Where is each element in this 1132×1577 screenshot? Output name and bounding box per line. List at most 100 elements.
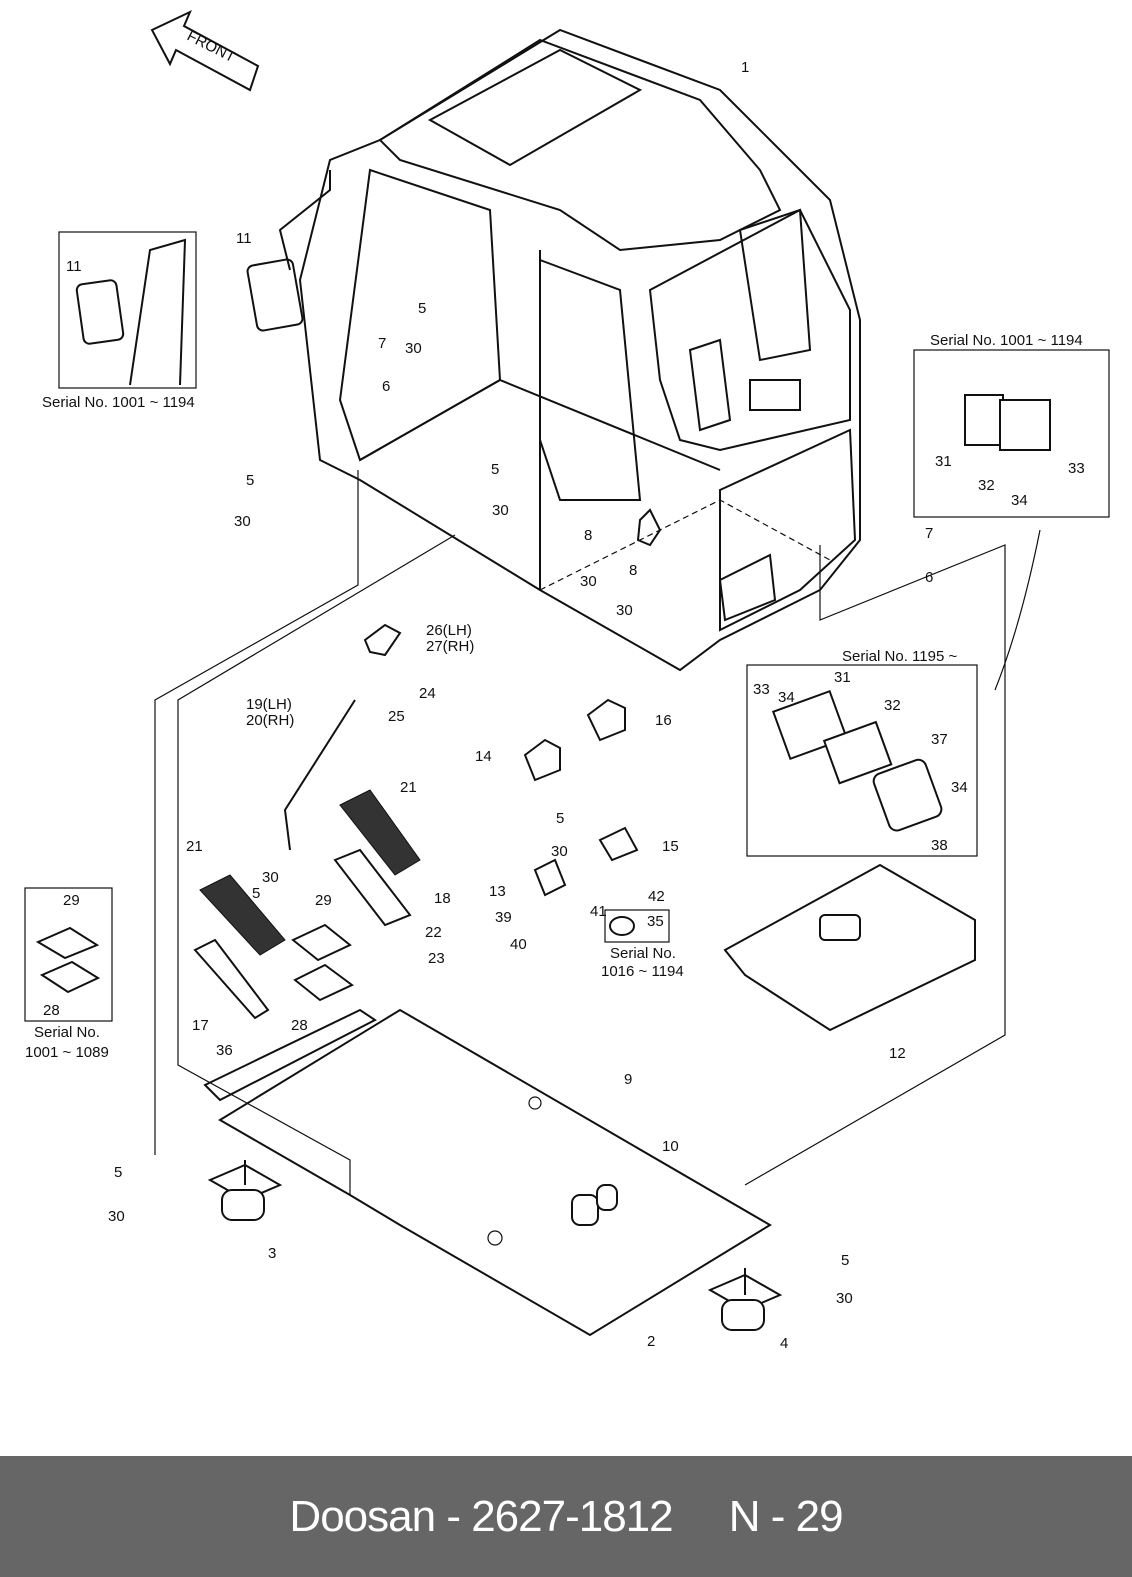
svg-text:37: 37 bbox=[931, 731, 948, 748]
callout: 19(LH) bbox=[246, 696, 292, 713]
footer-gap bbox=[673, 1492, 729, 1542]
callout: 30 bbox=[405, 340, 422, 357]
callout: 30 bbox=[836, 1290, 853, 1307]
svg-text:31: 31 bbox=[935, 453, 952, 470]
callout: 20(RH) bbox=[246, 712, 294, 729]
inset-mat-box bbox=[24, 887, 113, 1022]
callout: 30 bbox=[262, 869, 279, 886]
callout: 28 bbox=[291, 1017, 308, 1034]
callout: 23 bbox=[428, 950, 445, 967]
callout: 5 bbox=[114, 1164, 122, 1181]
callout: 13 bbox=[489, 883, 506, 900]
callout: 5 bbox=[491, 461, 499, 478]
callout: 22 bbox=[425, 924, 442, 941]
callout: 6 bbox=[925, 569, 933, 586]
inset-cap-box bbox=[604, 909, 670, 943]
callout: 11 bbox=[236, 230, 252, 247]
callout: 30 bbox=[616, 602, 633, 619]
svg-text:31: 31 bbox=[834, 669, 851, 686]
svg-text:33: 33 bbox=[753, 681, 770, 698]
callout: 10 bbox=[662, 1138, 679, 1155]
callout: 25 bbox=[388, 708, 405, 725]
callout: 30 bbox=[580, 573, 597, 590]
callout: 24 bbox=[419, 685, 436, 702]
svg-text:32: 32 bbox=[884, 697, 901, 714]
svg-text:34: 34 bbox=[1011, 492, 1028, 509]
callout: 30 bbox=[551, 843, 568, 860]
callout: 17 bbox=[192, 1017, 209, 1034]
serial-range: Serial No. bbox=[610, 945, 676, 962]
callout: 40 bbox=[510, 936, 527, 953]
callout: 18 bbox=[434, 890, 451, 907]
callout: 1 bbox=[741, 59, 749, 76]
serial-range: 1001 ~ 1089 bbox=[25, 1044, 109, 1061]
callout: 5 bbox=[246, 472, 254, 489]
svg-text:34: 34 bbox=[778, 689, 795, 706]
footer-page: N - 29 bbox=[728, 1491, 844, 1541]
panel-12 bbox=[723, 863, 976, 1032]
callout: 35 bbox=[647, 913, 664, 930]
svg-text:38: 38 bbox=[931, 837, 948, 854]
inset-mirror-box bbox=[58, 231, 197, 389]
svg-text:33: 33 bbox=[1068, 460, 1085, 477]
callout: 6 bbox=[382, 378, 390, 395]
callout: 36 bbox=[216, 1042, 233, 1059]
callout: 14 bbox=[475, 748, 492, 765]
callout: 30 bbox=[492, 502, 509, 519]
callout: 42 bbox=[648, 888, 665, 905]
callout: 30 bbox=[234, 513, 251, 530]
callout: 5 bbox=[556, 810, 564, 827]
floor-plate bbox=[203, 1008, 772, 1337]
callout: 5 bbox=[841, 1252, 849, 1269]
callout: 12 bbox=[889, 1045, 906, 1062]
serial-range: Serial No. 1001 ~ 1194 bbox=[42, 394, 195, 411]
callout: 39 bbox=[495, 909, 512, 926]
svg-text:34: 34 bbox=[951, 779, 968, 796]
callout: 7 bbox=[378, 335, 386, 352]
callout: 29 bbox=[315, 892, 332, 909]
cab-body bbox=[298, 28, 861, 672]
inset-vent-new-box bbox=[746, 664, 978, 857]
callout: 21 bbox=[400, 779, 417, 796]
callout: 2 bbox=[647, 1333, 655, 1350]
callout: 3 bbox=[268, 1245, 276, 1262]
front-arrow-icon: FRONT bbox=[150, 9, 260, 92]
callout: 5 bbox=[252, 885, 260, 902]
svg-text:11: 11 bbox=[66, 258, 82, 275]
svg-text:29: 29 bbox=[63, 892, 80, 909]
callout: 15 bbox=[662, 838, 679, 855]
lever-and-pedals bbox=[193, 623, 421, 1020]
serial-range: Serial No. 1195 ~ bbox=[842, 648, 957, 665]
callout: 7 bbox=[925, 525, 933, 542]
footer-brand: Doosan bbox=[289, 1491, 436, 1541]
callout: 41 bbox=[590, 903, 607, 920]
vent-new bbox=[771, 689, 943, 832]
callout: 5 bbox=[418, 300, 426, 317]
callout: 4 bbox=[780, 1335, 788, 1352]
exploded-cab-diagram: FRONT bbox=[24, 9, 1110, 1352]
footer-bar: Doosan - 2627-1812 N - 29 bbox=[0, 1456, 1132, 1577]
inset-vent-old-box bbox=[913, 349, 1110, 518]
callout: 21 bbox=[186, 838, 203, 855]
serial-range: Serial No. bbox=[34, 1024, 100, 1041]
mount-4 bbox=[707, 1268, 783, 1331]
callout: 16 bbox=[655, 712, 672, 729]
callout: 26(LH) bbox=[426, 622, 472, 639]
callout: 8 bbox=[629, 562, 637, 579]
pedals-14-16 bbox=[523, 698, 639, 897]
inset-labels: 11 Serial No. 1001 ~ 1194 Serial No. 100… bbox=[25, 258, 1085, 1061]
callout: 27(RH) bbox=[426, 638, 474, 655]
serial-range: Serial No. 1001 ~ 1194 bbox=[930, 332, 1083, 349]
svg-text:28: 28 bbox=[43, 1002, 60, 1019]
mount-3 bbox=[207, 1160, 283, 1221]
callout: 30 bbox=[108, 1208, 125, 1225]
callout: 9 bbox=[624, 1071, 632, 1088]
serial-range: 1016 ~ 1194 bbox=[601, 963, 684, 980]
callout-labels: 1 11 5 7 30 6 5 30 5 30 8 30 8 30 7 6 26… bbox=[108, 59, 933, 1352]
footer-separator: - bbox=[435, 1491, 472, 1541]
svg-text:32: 32 bbox=[978, 477, 995, 494]
mirror-part bbox=[246, 170, 331, 332]
callout: 8 bbox=[584, 527, 592, 544]
footer-part-number: 2627-1812 bbox=[471, 1491, 673, 1541]
